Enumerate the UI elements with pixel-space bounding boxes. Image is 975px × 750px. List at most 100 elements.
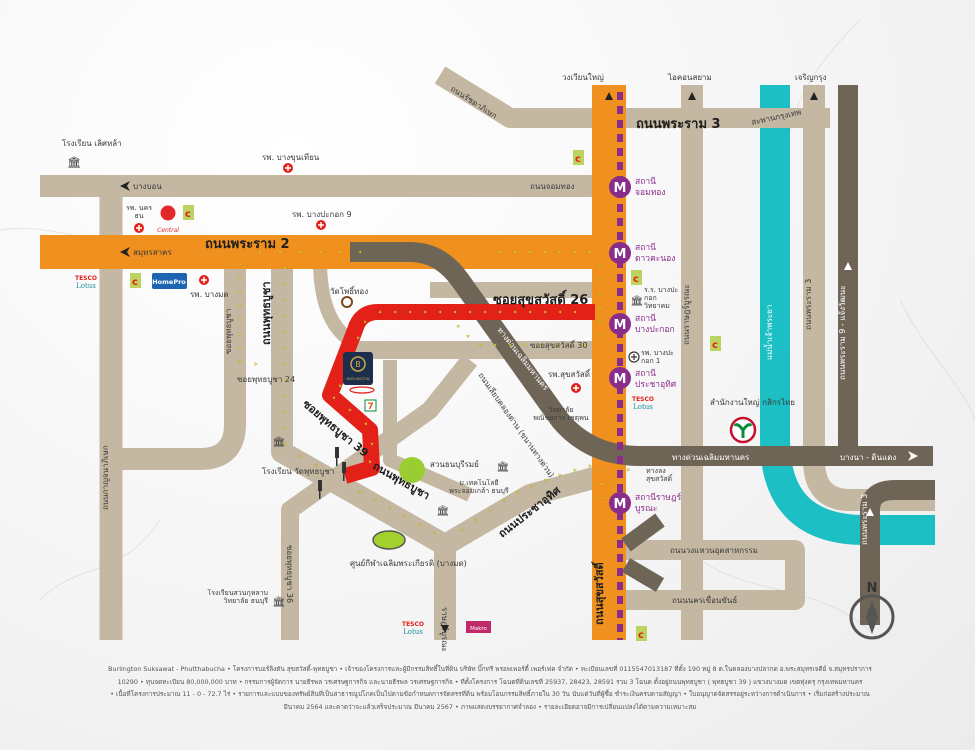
label-soi-phutthabucha: ซอยพุทธบูชา [224,309,234,354]
college-label: วิทยาลัย พณิชยการ เชตุพน [533,406,589,422]
station-dao-khanong: M สถานี ดาวคะนอง [609,242,675,264]
park-icon [399,457,425,483]
station-label: สถานี [635,242,656,253]
dir-wongwian-yai: วงเวียนใหญ่ [562,73,604,82]
footer-line: 10290 • ทุนจดทะเบียน 80,000,000 บาท • กร… [117,677,863,686]
station-chom-thong: M สถานี จอมทอง [609,176,666,198]
arrow-right-icon [908,451,918,461]
label-soi-suksawat-30: ซอยสุขสวัสดิ์ 30 [530,339,587,350]
school-le-lha-label: โรงเรียน เลิศหล้า [62,138,122,148]
park-label: สวนธนบุรีรมย์ [430,459,479,469]
central-label: Central [157,227,179,234]
mrt-icon [609,492,631,514]
hosp-bangmod-label: รพ. บางมด [190,290,229,299]
homepro-label: HomePro [152,278,186,286]
svg-text:c: c [575,154,581,165]
label-kanchanaphisek: ถนนกาญจนาภิเษก [101,445,110,510]
mrt-stations: M สถานี จอมทอง M สถานี ดาวคะนอง M สถานี … [609,176,682,514]
label-rama3-lower: ถนนพระราม 3 [860,494,869,545]
label-wongwaen: ถนนวงแหวนอุตสาหกรรม [670,546,758,555]
mrt-icon [609,367,631,389]
mrt-letter: M [614,497,627,512]
station-pracha-uthit: M สถานี ประชาอุทิศ [609,367,677,390]
school-icon: 🏛 [67,156,81,169]
station-rat-burana: M สถานีราษฎร์ บูรณะ [609,492,682,514]
label-suksawat: ถนนสุขสวัสดิ์ [591,561,607,625]
school-icon: 🏛 [437,505,450,517]
svg-text:B: B [355,360,361,369]
label-soi-suksawat-26: ซอยสุขสวัสดิ์ 26 [493,289,588,308]
dir-iconsiam: ไอคอนสยาม [667,73,712,82]
compass-north-icon: N [849,581,895,640]
station-label: สถานีราษฎร์ [635,492,682,503]
hosp-nakhon-thon-label: รพ. นครธน [125,204,153,220]
hosp-bangpakok9-label: รพ. บางปะกอก 9 [292,210,352,219]
svg-text:c: c [185,209,191,220]
station-label: บางปะกอก [635,325,675,335]
label-expressway: ทางด่วนเฉลิมมหานคร [672,453,750,462]
big-c-icon [573,150,584,165]
school-suankularb-label: โรงเรียนสวนกุหลาบ วิทยาลัย ธนบุรี [207,589,268,605]
kbank-label: สำนักงานใหญ่ กสิกรไทย [710,398,795,407]
mrt-icon [609,313,631,335]
legal-footer: Burlington Suksawat - Phutthabucha • โคร… [95,663,885,713]
label-nakhon-khuean-khan: ถนนนครเขื่อนขันธ์ [672,594,737,605]
big-c-icon [183,205,194,220]
mrt-letter: M [614,247,627,262]
footer-line: มีนาคม 2564 และคาดว่าจะแล้วเสร็จประมาณ ม… [283,702,697,711]
dir-samut-sakhon: สมุทรสาคร [133,248,172,257]
station-label: ประชาอุทิศ [635,380,677,390]
hosp-suksawat-label: รพ.สุขสวัสดิ์ [548,368,591,379]
sports-center-label: ศูนย์กีฬาเฉลิมพระเกียรติ (บางมด) [350,558,467,569]
school-icon: 🏛 [497,461,510,473]
compass-letter: N [867,581,878,596]
school-icon: 🏛 [631,295,644,307]
arrow-up-icon [866,508,874,516]
school-icon: 🏛 [273,596,286,608]
dir-bangna-dindaeng: บางนา - ดินแดง [840,453,896,462]
label-rama9: ถนนพระราม 9 - แจ้งวัฒนะ [838,285,847,380]
dir-charoen-krung: เจริญกรุง [795,73,827,82]
central-logo-icon [160,205,176,221]
traffic-light-icon [318,447,346,499]
seven-eleven-icon [364,399,377,412]
route-soi-suksawat-26 [322,304,595,484]
footer-line: Burlington Suksawat - Phutthabucha • โคร… [108,665,872,673]
arrow-left-icon [120,247,130,257]
svg-text:c: c [638,630,644,641]
svg-text:c: c [132,277,138,288]
label-river: แม่น้ำเจ้าพระยา [763,305,774,360]
station-label: ดาวคะนอง [635,254,675,264]
lotus-label: Lotus [633,403,653,411]
label-rat-burana: ถนนราษฎร์บูรณะ [681,284,692,345]
lotus-label: Lotus [403,628,423,636]
label-soi-phutthabucha-24: ซอยพุทธบูชา 24 [237,375,295,385]
arrow-up-icon [844,262,852,270]
dir-bang-bon: บางบอน [133,182,162,191]
station-label: บูรณะ [635,504,657,514]
label-rama2: ถนนพระราม 2 [205,237,290,252]
station-label: สถานี [635,368,656,379]
makro-logo [466,621,491,633]
station-label: สถานี [635,176,656,187]
hosp-bangpakok1-label: รพ. บางปะกอก 1 [641,349,674,365]
station-label: สถานี [635,313,656,324]
mrt-letter: M [614,318,627,333]
temple-wheel-icon [341,296,353,308]
school-wat-phutthabucha-label: โรงเรียน วัดพุทธบูชา [262,466,334,477]
arrow-up-icon [688,92,696,100]
station-bang-pakok: M สถานี บางปะกอก [609,313,675,335]
hosp-bangkhuntian-label: รพ. บางขุนเทียน [262,153,320,162]
project-logo-burlington [343,352,373,385]
big-c-icon [636,626,647,641]
stadium-icon [372,530,406,550]
lotus-label: Lotus [76,282,96,290]
footer-line: • เนื้อที่โครงการประมาณ 11 - 0 - 72.7 ไร… [110,690,870,698]
direction-labels: วงเวียนใหญ่ ไอคอนสยาม เจริญกรุง บางบอน ส… [120,73,918,652]
project-marker-icon [349,386,375,394]
kmutt-label: ม.เทคโนโลยี พระจอมเกล้า ธนบุรี [449,479,509,495]
arrow-down-icon [441,625,449,633]
tesco-label: TESCO [75,275,97,282]
mrt-icon [609,176,631,198]
label-rama3: ถนนพระราม 3 [636,117,721,132]
